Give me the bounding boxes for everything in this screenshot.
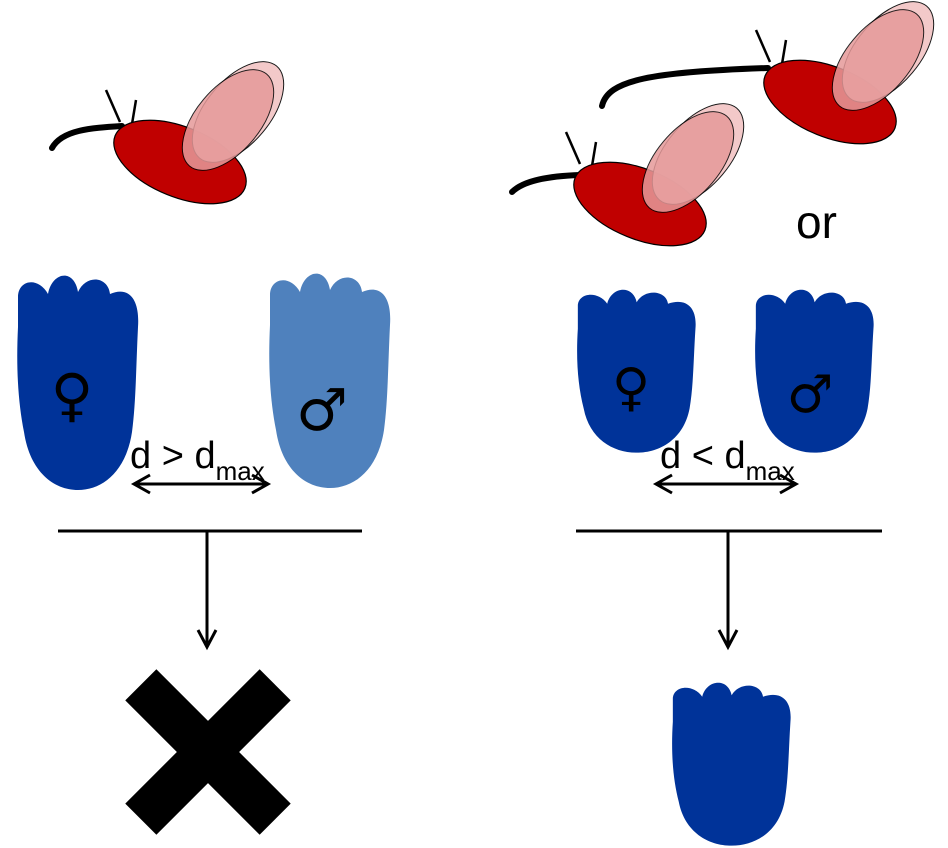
distance-arrow [652, 473, 800, 495]
down-arrow [717, 531, 739, 651]
fly-top-right [599, 0, 948, 162]
fly-icon [560, 86, 763, 264]
female-flower-left: ♀ [17, 275, 139, 490]
fly-bottom-right [509, 86, 763, 264]
flower-icon [672, 682, 791, 846]
female-flower-right: ♀ [577, 289, 696, 453]
fly-proboscis [509, 172, 583, 195]
fly-icon [100, 44, 303, 222]
female-symbol: ♀ [51, 361, 93, 429]
fly-proboscis [599, 65, 771, 109]
male-flower-right: ♂ [755, 289, 874, 453]
male-flower-left: ♂ [269, 273, 391, 488]
distance-label: d > dmax [130, 435, 265, 486]
male-symbol: ♂ [296, 376, 348, 444]
left-panel: ♀ ♂ d > dmax [17, 44, 391, 835]
distance-arrow [130, 473, 272, 495]
down-arrow [196, 531, 218, 651]
right-panel: or ♀ ♂ d < dmax [509, 0, 948, 846]
or-label: or [796, 196, 837, 248]
female-symbol: ♀ [612, 358, 650, 418]
cross-icon [125, 669, 291, 835]
fly-left [49, 44, 303, 222]
male-symbol: ♂ [787, 365, 834, 425]
fly-icon [750, 0, 948, 162]
distance-label: d < dmax [660, 435, 795, 486]
fly-proboscis [49, 123, 125, 151]
